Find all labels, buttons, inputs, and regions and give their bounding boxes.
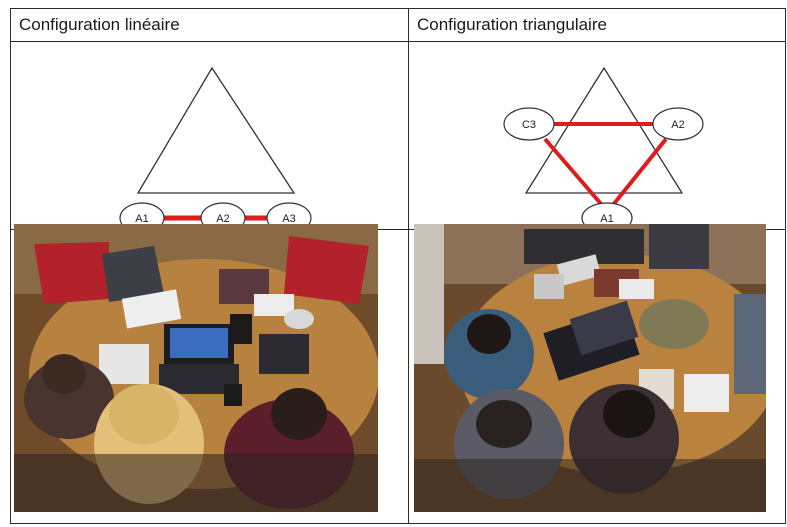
header-divider: [11, 41, 785, 42]
node-a2: A2: [652, 107, 704, 141]
node-a2: A2: [200, 202, 246, 229]
triangular-config-title: Configuration triangulaire: [417, 15, 607, 34]
triangular-config-diagram: C3 A2 A1: [503, 66, 704, 229]
node-c3: C3: [503, 107, 555, 141]
linear-config-diagram: A1 A2 A3: [119, 66, 312, 229]
linear-config-photo: [14, 224, 378, 512]
linear-config-title: Configuration linéaire: [19, 15, 180, 34]
triangle-outline: [524, 66, 684, 194]
node-a1: A1: [119, 202, 165, 229]
node-a1-label: A1: [600, 213, 613, 225]
node-a2-label: A2: [216, 213, 229, 225]
triangle-outline: [136, 66, 296, 194]
column-divider: [408, 9, 409, 523]
node-a1-label: A1: [135, 213, 148, 225]
node-a2-label: A2: [671, 119, 684, 131]
link-c3-a1: [543, 137, 604, 207]
node-a3-label: A3: [282, 213, 295, 225]
node-a3: A3: [266, 202, 312, 229]
link-a2-a1: [611, 137, 668, 207]
node-a1: A1: [581, 202, 633, 229]
triangular-config-photo: [414, 224, 766, 512]
node-c3-label: C3: [522, 119, 536, 131]
diagram-divider: [11, 229, 785, 230]
comparison-table: Configuration linéaire Configuration tri…: [10, 8, 786, 524]
